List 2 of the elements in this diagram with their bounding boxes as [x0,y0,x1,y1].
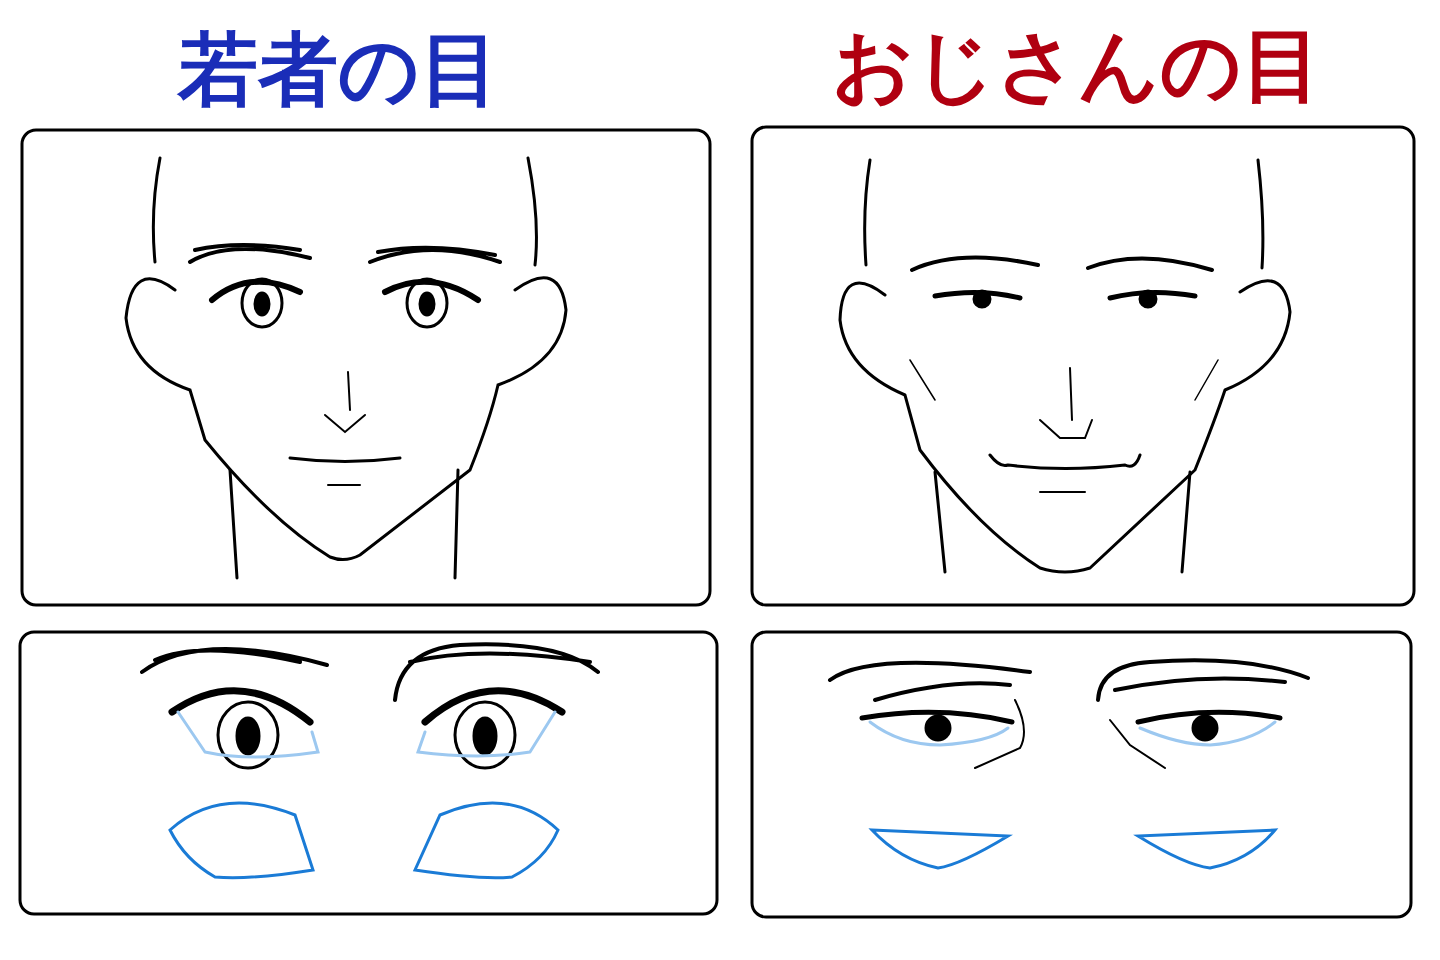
title: 若者の目 [178,30,500,110]
title: おじさんの目 [832,26,1322,106]
